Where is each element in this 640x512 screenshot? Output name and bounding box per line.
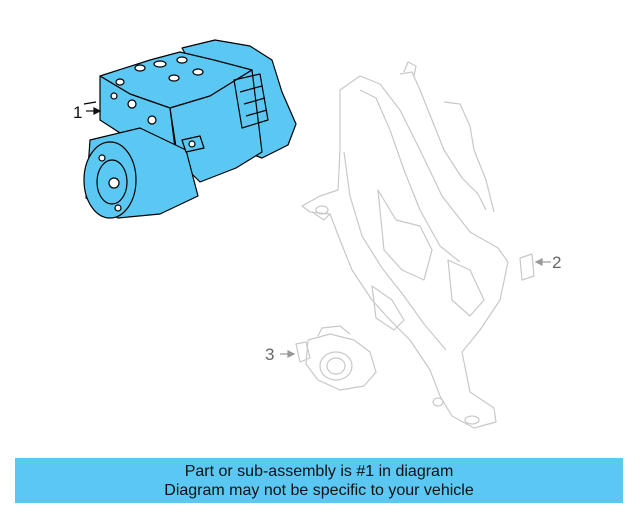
abs-modulator-part-1[interactable] <box>83 39 297 219</box>
banner-line-1: Part or sub-assembly is #1 in diagram <box>184 462 454 480</box>
speed-sensor-part-3[interactable] <box>295 325 377 391</box>
callout-arrow-2 <box>534 258 551 266</box>
info-banner: Part or sub-assembly is #1 in diagram Di… <box>15 458 623 503</box>
banner-line-2: Diagram may not be specific to your vehi… <box>164 481 474 499</box>
parts-diagram <box>83 39 551 429</box>
callout-label-2: 2 <box>552 253 562 272</box>
callout-label-3: 3 <box>265 345 275 364</box>
callout-label-1: 1 <box>73 103 83 122</box>
mounting-bracket-part-2[interactable] <box>301 61 535 429</box>
callout-arrow-3 <box>280 350 296 358</box>
callout-arrow-1 <box>86 107 102 115</box>
